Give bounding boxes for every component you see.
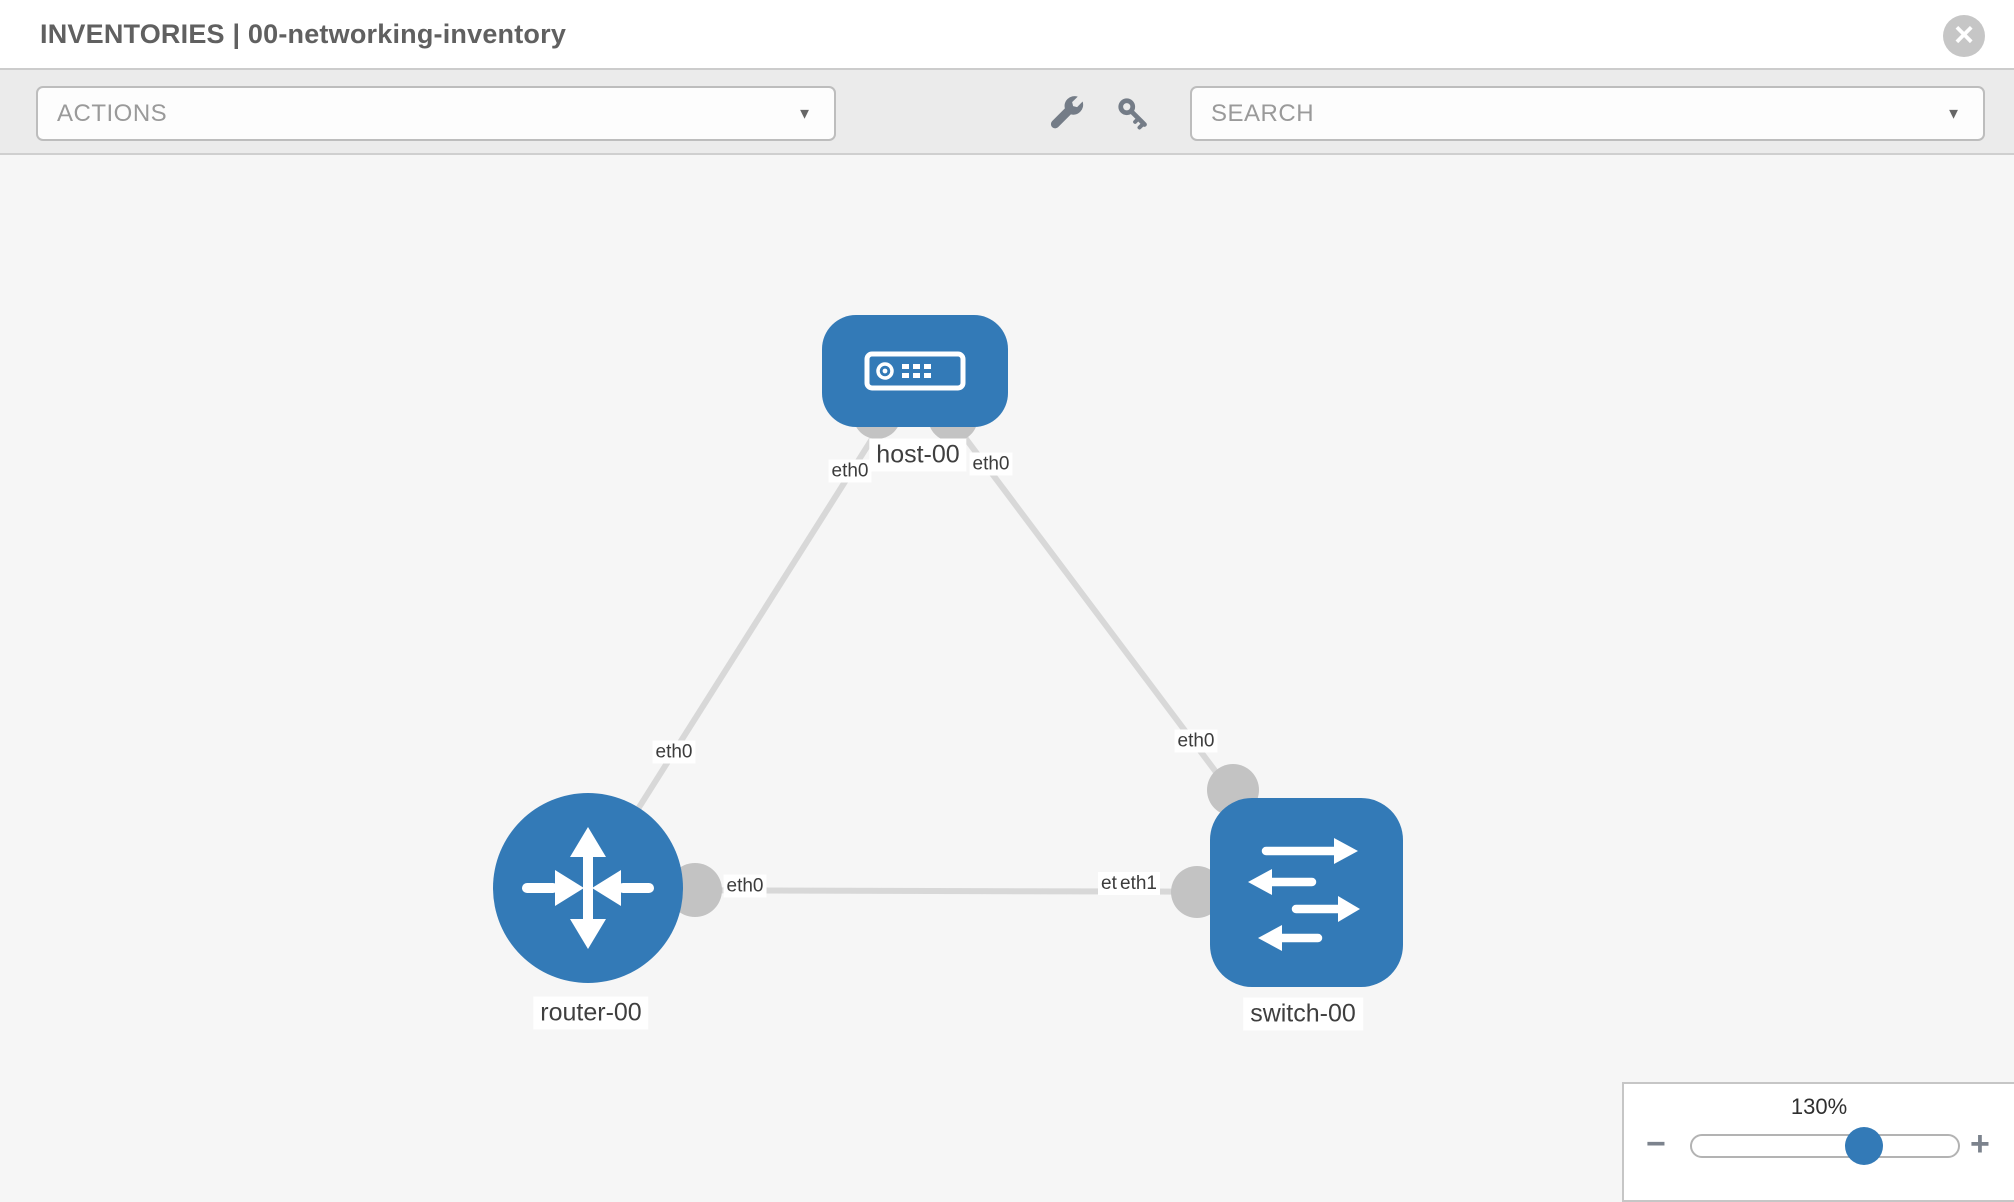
- wrench-icon: [1050, 96, 1084, 129]
- zoom-in-button[interactable]: +: [1970, 1125, 1990, 1163]
- interface-label: eth0: [828, 459, 872, 483]
- node-host[interactable]: [822, 315, 1008, 427]
- actions-dropdown-value: ACTIONS: [57, 99, 168, 127]
- close-icon[interactable]: ×: [1943, 15, 1985, 57]
- node-label-switch: switch-00: [1243, 997, 1363, 1031]
- toolbar: ACTIONS ▼ SEARCH ▼: [0, 70, 2014, 155]
- search-dropdown[interactable]: SEARCH ▼: [1190, 86, 1985, 141]
- router-icon: [522, 827, 654, 949]
- zoom-out-button[interactable]: −: [1646, 1125, 1666, 1163]
- interface-label: eth1: [1117, 872, 1160, 895]
- server-icon: [864, 351, 966, 391]
- interface-label: eth0: [1174, 729, 1218, 753]
- node-switch[interactable]: [1210, 798, 1403, 987]
- zoom-slider-track[interactable]: [1690, 1127, 1960, 1165]
- zoom-panel: 130% − +: [1622, 1082, 2014, 1202]
- actions-dropdown[interactable]: ACTIONS ▼: [36, 86, 836, 141]
- chevron-down-icon: ▼: [1946, 105, 1961, 122]
- zoom-level-label: 130%: [1790, 1094, 1848, 1119]
- node-router[interactable]: [493, 793, 683, 983]
- interface-label: eth0: [652, 740, 696, 764]
- key-icon: [1118, 98, 1147, 130]
- key-button[interactable]: [1114, 94, 1154, 134]
- node-label-router: router-00: [533, 996, 649, 1030]
- zoom-slider-thumb[interactable]: [1845, 1127, 1883, 1165]
- switch-icon: [1248, 838, 1360, 951]
- page-title: INVENTORIES | 00-networking-inventory: [40, 19, 567, 49]
- topology-canvas[interactable]: eth0 host-00 eth0 eth0 eth0 eth0 eth0 et…: [0, 155, 2014, 1200]
- chevron-down-icon: ▼: [797, 105, 812, 122]
- interface-label: eth0: [723, 874, 767, 898]
- node-label-host: host-00: [869, 438, 967, 472]
- interface-label: eth0: [969, 452, 1013, 476]
- search-dropdown-value: SEARCH: [1211, 99, 1315, 127]
- header: INVENTORIES | 00-networking-inventory ×: [0, 0, 2014, 70]
- link-host-router[interactable]: [585, 369, 918, 890]
- wrench-button[interactable]: [1046, 94, 1086, 134]
